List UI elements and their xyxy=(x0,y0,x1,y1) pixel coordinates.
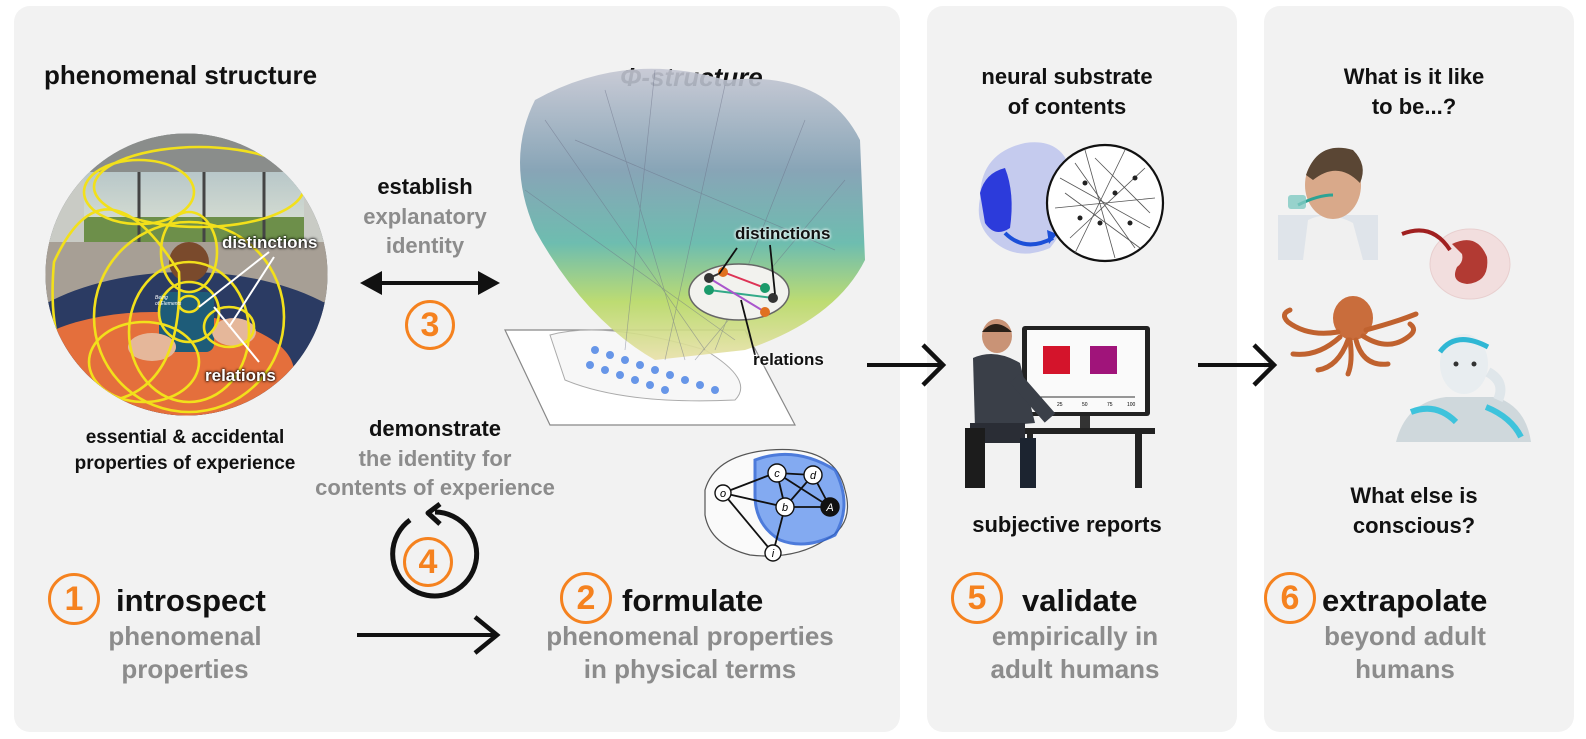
phenomenal-caption: essential & accidental properties of exp… xyxy=(74,427,296,474)
step-1-number: 1 xyxy=(48,573,100,625)
step-3-number: 3 xyxy=(405,300,455,350)
double-arrow-icon xyxy=(360,271,500,295)
right-arrow-icon xyxy=(357,615,501,655)
step-2-title: formulate xyxy=(622,583,764,618)
node-i: i xyxy=(772,548,775,560)
phenomenal-structure-title: phenomenal structure xyxy=(44,60,318,90)
brain-icon xyxy=(978,142,1165,263)
right-arrow-icon xyxy=(867,343,947,387)
photo-distinctions-label: distinctions xyxy=(222,233,318,252)
cycle-arrow-icon xyxy=(390,502,480,599)
panel-extrapolation xyxy=(1264,6,1574,732)
phi-structure-image xyxy=(504,68,865,426)
right-arrow-icon xyxy=(1198,343,1278,387)
patient-icon xyxy=(1278,147,1378,260)
step-1-title: introspect xyxy=(116,583,266,618)
causal-network-brain-icon: o c d b A i xyxy=(704,448,849,562)
step-5-title: validate xyxy=(1022,583,1138,618)
phi-distinctions-label: distinctions xyxy=(735,224,831,243)
subjective-reports-label: subjective reports xyxy=(972,512,1162,537)
person-at-monitor-icon: 0 25 50 75 100 xyxy=(965,319,1155,488)
phenomenal-scene-image xyxy=(45,133,328,416)
step-4-number: 4 xyxy=(403,537,453,587)
octopus-icon xyxy=(1282,296,1419,377)
step-2-number: 2 xyxy=(560,572,612,624)
node-d: d xyxy=(810,470,817,482)
photo-relations-label: relations xyxy=(205,366,276,385)
tick-100: 100 xyxy=(1127,402,1136,408)
establish-block: establish explanatory identity xyxy=(363,174,487,258)
tick-75: 75 xyxy=(1107,402,1113,408)
step-5-number: 5 xyxy=(951,572,1003,624)
node-b: b xyxy=(782,502,788,514)
node-o: o xyxy=(720,488,726,500)
node-c: c xyxy=(774,468,780,480)
node-A: A xyxy=(825,502,833,514)
tick-50: 50 xyxy=(1082,402,1088,408)
robot-icon xyxy=(1396,334,1531,442)
phi-relations-label: relations xyxy=(753,350,824,369)
embryo-icon xyxy=(1401,228,1511,300)
demonstrate-block: demonstrate the identity for contents of… xyxy=(315,416,555,500)
tick-25: 25 xyxy=(1057,402,1063,408)
step-6-title: extrapolate xyxy=(1322,583,1488,618)
step-6-number: 6 xyxy=(1264,572,1316,624)
